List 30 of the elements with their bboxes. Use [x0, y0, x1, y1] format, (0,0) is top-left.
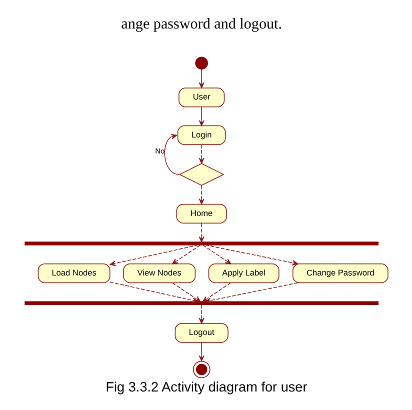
arrow	[198, 144, 204, 164]
arrow	[204, 244, 298, 266]
arrow	[172, 282, 200, 302]
node-box: Logout	[174, 323, 228, 343]
label: ange password and logout.	[120, 16, 282, 32]
node-box: Apply Label	[208, 263, 279, 284]
node-box: Change Password	[292, 263, 388, 284]
arrow	[164, 134, 179, 175]
arrow	[202, 244, 231, 264]
arrow	[171, 244, 200, 264]
arrow	[198, 185, 204, 205]
edge-label: No	[154, 146, 164, 156]
arrow	[109, 244, 198, 266]
arrow	[198, 106, 204, 126]
node-bar	[24, 301, 378, 305]
node-box: Home	[176, 204, 226, 224]
caption: Fig 3.3.2 Activity diagram for user	[105, 380, 307, 395]
arrow	[198, 223, 204, 242]
arrow	[198, 68, 204, 88]
arrow	[204, 282, 298, 304]
arrow	[198, 342, 204, 362]
node-bar	[24, 242, 378, 246]
node-box: Load Nodes	[37, 263, 110, 284]
node-box: View Nodes	[122, 263, 196, 284]
arrow	[198, 304, 204, 324]
node-box: Login	[176, 125, 226, 145]
node-circle	[194, 56, 208, 70]
node-diamond	[178, 163, 224, 186]
node-box: User	[178, 88, 224, 108]
node-circle	[192, 360, 210, 378]
